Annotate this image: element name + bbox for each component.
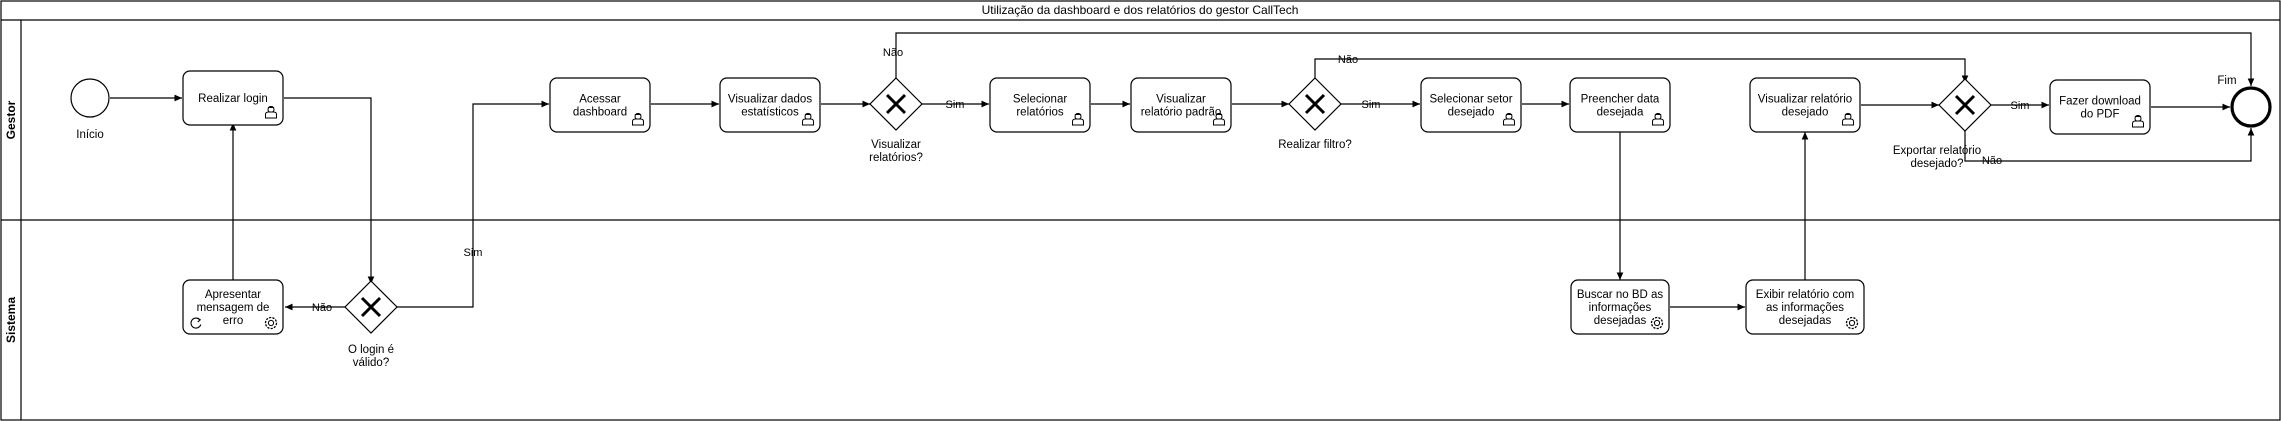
task-box [182, 279, 284, 335]
task-label-line: desejada [1597, 107, 1644, 119]
lane-label-sistema: Sistema [4, 297, 18, 343]
task-label-line: Visualizar dados [728, 94, 812, 106]
lane-label-gestor: Gestor [4, 100, 18, 139]
flow-validation-to-dashboard [397, 100, 549, 308]
sequence-flows [110, 32, 2255, 311]
edge-label-g2-yes: Sim [1362, 99, 1381, 111]
edge-label-g2-no: Não [1338, 54, 1358, 66]
task-label-line: Selecionar [1013, 94, 1068, 106]
gateway-label-line: válido? [353, 357, 389, 369]
task-label-line: Preencher data [1581, 94, 1660, 106]
edge-label-g1-no: Não [883, 47, 903, 59]
gateway-label-line: O login é [348, 344, 394, 356]
diagram-title: Utilização da dashboard e dos relatórios… [982, 3, 1299, 17]
flow-gateway3-no [1964, 128, 2255, 162]
task-box [182, 70, 284, 126]
task-box [1570, 279, 1670, 335]
edge-label-g4-no: Não [312, 302, 332, 314]
task-label-line: erro [223, 315, 243, 327]
task-label-line: Buscar no BD as [1577, 289, 1664, 301]
exclusive-x-icon [360, 296, 382, 318]
gateway-label-line: Visualizar [871, 139, 921, 151]
exclusive-x-icon [1304, 93, 1326, 115]
task-label-line: Visualizar relatório [1758, 94, 1852, 106]
task-label-line: informações [1589, 302, 1652, 314]
task-label-line: desejadas [1779, 315, 1832, 327]
gateway-g2: Realizar filtro? [1278, 77, 1352, 151]
task-box [1749, 77, 1861, 133]
edge-label-g1-yes: Sim [946, 99, 965, 111]
flow-gateway2-no [1314, 58, 1969, 83]
task-box [2049, 79, 2151, 135]
task-label-line: Selecionar setor [1429, 94, 1512, 106]
task-box [989, 77, 1091, 133]
task-label-line: desejado [1782, 107, 1829, 119]
task-box [549, 77, 651, 133]
task-box [1130, 77, 1232, 133]
start-event [70, 78, 110, 118]
task-label-line: Realizar login [198, 93, 268, 105]
task-label-line: Visualizar [1156, 94, 1206, 106]
exclusive-x-icon [1954, 94, 1976, 116]
task-label-line: Acessar [579, 94, 621, 106]
task-label-line: estatísticos [741, 107, 799, 119]
flow-login-to-validation [284, 97, 375, 284]
gear-icon [1650, 316, 1664, 330]
task-label-line: Fazer download [2059, 96, 2141, 108]
flow-gateway1-no [895, 32, 2255, 86]
task-label-line: as informações [1766, 302, 1844, 314]
gear-icon [1845, 316, 1859, 330]
task-label-line: desejado [1448, 107, 1495, 119]
task-label-line: desejadas [1594, 315, 1647, 327]
gateway-label-line: relatórios? [869, 152, 923, 164]
gear-icon [264, 316, 278, 330]
task-label-line: Exibir relatório com [1756, 289, 1854, 301]
edge-label-g3-no: Não [1982, 155, 2002, 167]
end-event [2230, 86, 2272, 128]
task-label-line: dashboard [573, 107, 627, 119]
task-label-line: do PDF [2081, 109, 2120, 121]
task-box [1569, 77, 1671, 133]
start-event-label: Início [76, 129, 104, 141]
task-label-line: relatório padrão [1141, 107, 1222, 119]
task-label-line: Apresentar [205, 289, 261, 301]
task-box [1745, 279, 1865, 335]
task-box [1420, 77, 1522, 133]
task-box [719, 77, 821, 133]
gateway-label-line: desejado? [1910, 158, 1963, 170]
end-event-label: Fim [2217, 75, 2236, 87]
task-label-line: mensagem de [197, 302, 270, 314]
exclusive-x-icon [885, 93, 907, 115]
task-label-line: relatórios [1016, 107, 1064, 119]
gateway-label-line: Realizar filtro? [1278, 139, 1352, 151]
gateway-label-line: Exportar relatório [1893, 145, 1981, 157]
edge-labels: Não Sim Não Sim Sim Não Sim Não [312, 47, 2030, 314]
edge-label-g3-yes: Sim [2011, 100, 2030, 112]
task-t1: Realizar login [182, 70, 284, 126]
edge-label-g4-yes: Sim [464, 247, 483, 259]
